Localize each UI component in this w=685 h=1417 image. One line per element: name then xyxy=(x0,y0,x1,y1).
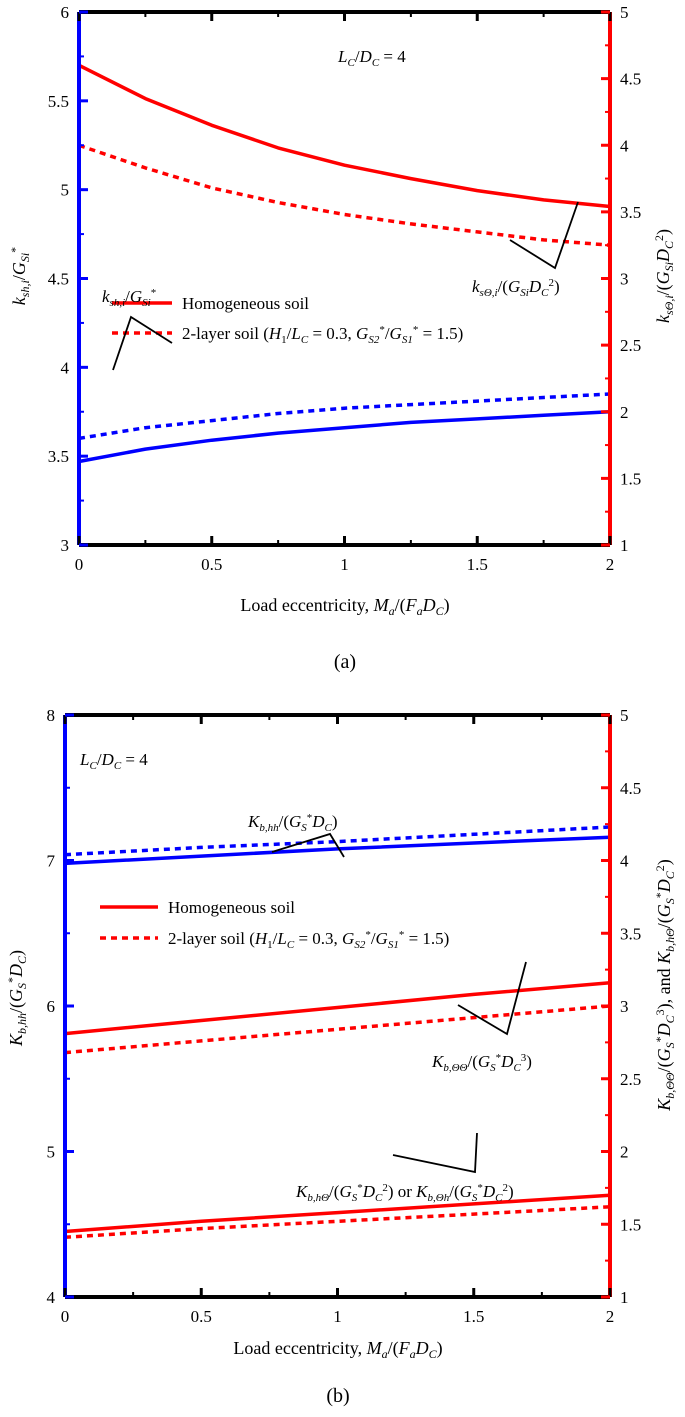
series-line-b-3 xyxy=(64,1004,611,1055)
x-tick-label: 0 xyxy=(61,1307,70,1326)
x-tick-label: 0 xyxy=(75,555,84,574)
y-tick-label: 5 xyxy=(47,1143,56,1162)
y-tick-label: 5 xyxy=(61,181,70,200)
panel-b-y2-axis-label: Kb,ΘΘ/(GS*DC3), and Kb,hΘ/(GS*DC2) xyxy=(653,859,677,1112)
series-line-b-2 xyxy=(64,980,611,1036)
panel-a-x-axis-label: Load eccentricity, Ma/(FaDC) xyxy=(240,595,449,618)
y-tick-label: 3.5 xyxy=(48,447,69,466)
y-tick-label: 4.5 xyxy=(48,270,69,289)
y2-tick-label: 2.5 xyxy=(620,336,641,355)
y2-tick-label: 1.5 xyxy=(620,469,641,488)
x-tick-label: 1.5 xyxy=(467,555,488,574)
legend-two-layer-label: 2-layer soil (H1/LC = 0.3, GS2*/GS1* = 1… xyxy=(182,324,463,346)
y-tick-label: 5.5 xyxy=(48,92,69,111)
label-pointer-kbhh xyxy=(271,832,345,858)
y2-tick-label: 5 xyxy=(620,706,629,725)
y2-tick-label: 4.5 xyxy=(620,70,641,89)
y2-tick-label: 2 xyxy=(620,403,629,422)
series-line-a-1 xyxy=(78,143,611,247)
panel-b-x-axis-label: Load eccentricity, Ma/(FaDC) xyxy=(233,1338,442,1361)
legend-homogeneous-label: Homogeneous soil xyxy=(182,294,309,313)
label-pointer-kb-h-theta xyxy=(392,1132,478,1174)
y2-tick-label: 2 xyxy=(620,1143,629,1162)
series-line-a-3 xyxy=(78,392,611,441)
label-pointer-ksh xyxy=(112,315,173,371)
series-line-b-1 xyxy=(64,825,611,857)
x-tick-label: 1 xyxy=(340,555,349,574)
panel-b-annotation: LC/DC = 4 xyxy=(79,750,148,772)
y2-tick-label: 3.5 xyxy=(620,203,641,222)
y2-tick-label: 4 xyxy=(620,852,629,871)
y-tick-label: 3 xyxy=(61,536,70,555)
x-tick-label: 1 xyxy=(333,1307,342,1326)
y2-tick-label: 1.5 xyxy=(620,1215,641,1234)
series-line-a-2 xyxy=(78,410,611,464)
panel-a-y2-axis-label: ksΘ,i/(GSiDC2) xyxy=(652,229,676,323)
label-pointer-ks-theta xyxy=(509,201,579,270)
y2-tick-label: 5 xyxy=(620,3,629,22)
y-tick-label: 6 xyxy=(47,997,56,1016)
y-tick-label: 6 xyxy=(61,3,70,22)
series-line-b-0 xyxy=(64,835,611,866)
label-kb-theta-theta: Kb,ΘΘ/(GS*DC3) xyxy=(431,1052,532,1074)
label-pointer-kb-theta-theta xyxy=(457,961,527,1036)
panel-b: 0 0.5 1 1.5 2 4 5 6 7 8 1 1.5 2 2.5 3 3.5 4 4.5 5 LC/DC = … xyxy=(5,706,677,1407)
series-line-b-4 xyxy=(64,1193,611,1234)
panel-b-caption: (b) xyxy=(326,1385,349,1407)
y2-tick-label: 1 xyxy=(620,1288,629,1307)
y2-tick-label: 4 xyxy=(620,136,629,155)
legend-b-homogeneous-label: Homogeneous soil xyxy=(168,898,295,917)
y2-tick-label: 3 xyxy=(620,270,629,289)
x-tick-label: 2 xyxy=(606,555,615,574)
label-ksh: ksh,i/GSi* xyxy=(102,287,156,309)
legend-b-two-layer-label: 2-layer soil (H1/LC = 0.3, GS2*/GS1* = 1… xyxy=(168,929,449,951)
series-line-b-5 xyxy=(64,1205,611,1240)
y2-tick-label: 2.5 xyxy=(620,1070,641,1089)
panel-b-y-axis-label: Kb,hh/(GS*DC) xyxy=(5,950,29,1047)
y2-tick-label: 3 xyxy=(620,997,629,1016)
y2-tick-label: 4.5 xyxy=(620,779,641,798)
label-kbhh: Kb,hh/(GS*DC) xyxy=(247,812,338,834)
y-tick-label: 4 xyxy=(47,1288,56,1307)
x-tick-label: 0.5 xyxy=(201,555,222,574)
y-tick-label: 8 xyxy=(47,706,56,725)
x-tick-label: 2 xyxy=(606,1307,615,1326)
panel-a-annotation: LC/DC = 4 xyxy=(337,47,406,69)
x-tick-label: 1.5 xyxy=(463,1307,484,1326)
label-ks-theta: ksΘ,i/(GSiDC2) xyxy=(472,277,560,299)
series-line-a-0 xyxy=(78,63,611,209)
y-tick-label: 4 xyxy=(61,358,70,377)
label-kb-h-theta: Kb,hΘ/(GS*DC2) or Kb,Θh/(GS*DC2) xyxy=(295,1182,514,1204)
y2-tick-label: 1 xyxy=(620,536,629,555)
panel-a-y-axis-label: ksh,i/GSi* xyxy=(8,247,32,305)
y-tick-label: 7 xyxy=(47,852,56,871)
panel-a-caption: (a) xyxy=(334,651,356,673)
y2-tick-label: 3.5 xyxy=(620,924,641,943)
x-tick-label: 0.5 xyxy=(191,1307,212,1326)
